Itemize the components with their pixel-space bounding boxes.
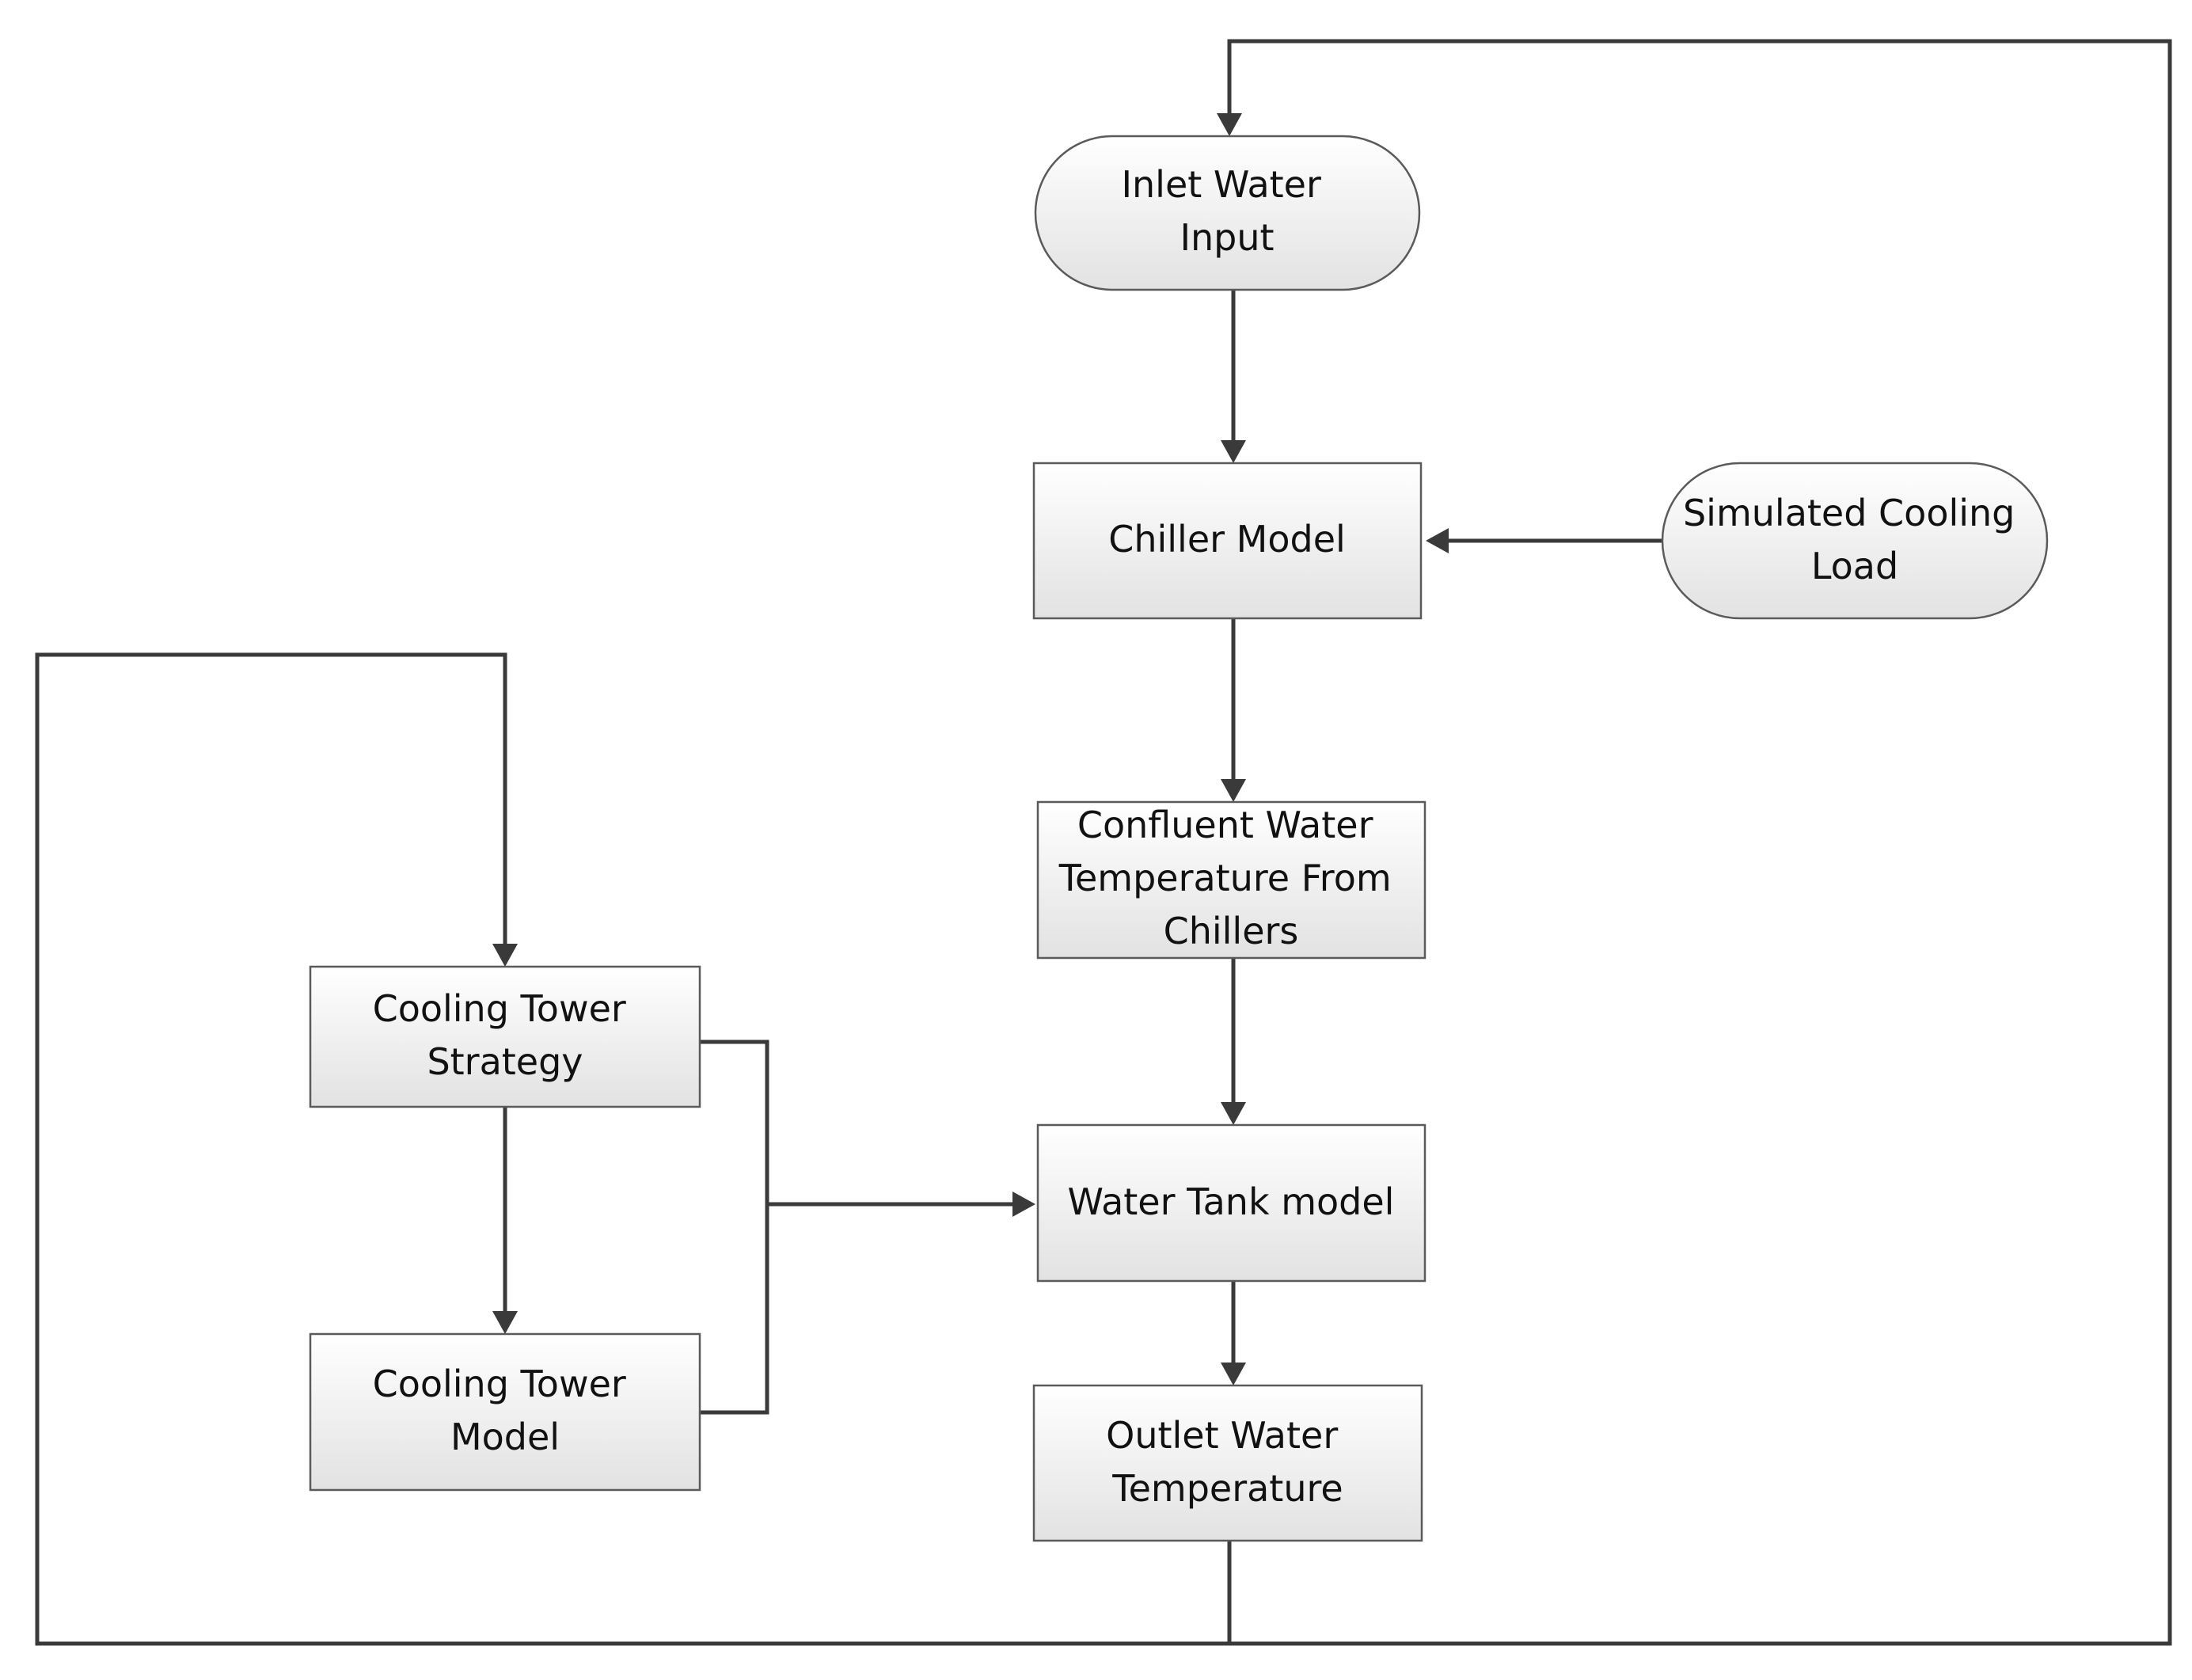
nodes: Inlet Water Input Chiller Model Simulate… (309, 135, 2049, 1542)
edge-outlet-to-strategy (35, 652, 1229, 1646)
node-label: Chiller Model (1108, 518, 1346, 561)
edge-outlet-to-inlet (1217, 39, 2172, 1646)
edge-tower-to-tank (700, 1040, 1035, 1415)
edge-tank-to-outlet (1221, 1281, 1246, 1385)
node-label: Cooling Tower Strategy (373, 987, 638, 1083)
node-label: Confluent Water Temperature From Chiller… (1058, 804, 1404, 952)
edge-load-to-chiller (1426, 528, 1662, 553)
node-cooling-tower-model: Cooling Tower Model (309, 1332, 701, 1492)
edge-inlet-to-chiller (1221, 290, 1246, 463)
node-water-tank-model: Water Tank model (1036, 1123, 1427, 1283)
node-confluent-water-temperature: Confluent Water Temperature From Chiller… (1036, 800, 1427, 960)
node-label: Cooling Tower Model (373, 1363, 638, 1458)
node-outlet-water-temperature: Outlet Water Temperature (1032, 1384, 1423, 1542)
edge-strategy-to-tower-model (492, 1107, 518, 1334)
connectors (35, 39, 2172, 1646)
node-label: Inlet Water Input (1121, 163, 1332, 259)
node-cooling-tower-strategy: Cooling Tower Strategy (309, 965, 701, 1108)
node-simulated-cooling-load: Simulated Cooling Load (1661, 462, 2049, 620)
edge-chiller-to-confluent (1221, 618, 1246, 802)
node-chiller-model: Chiller Model (1032, 462, 1423, 620)
node-label: Simulated Cooling Load (1683, 492, 2027, 587)
edge-confluent-to-tank (1221, 958, 1246, 1125)
node-label: Outlet Water Temperature (1106, 1414, 1350, 1510)
node-label: Water Tank model (1068, 1180, 1395, 1223)
node-inlet-water-input: Inlet Water Input (1034, 135, 1421, 291)
